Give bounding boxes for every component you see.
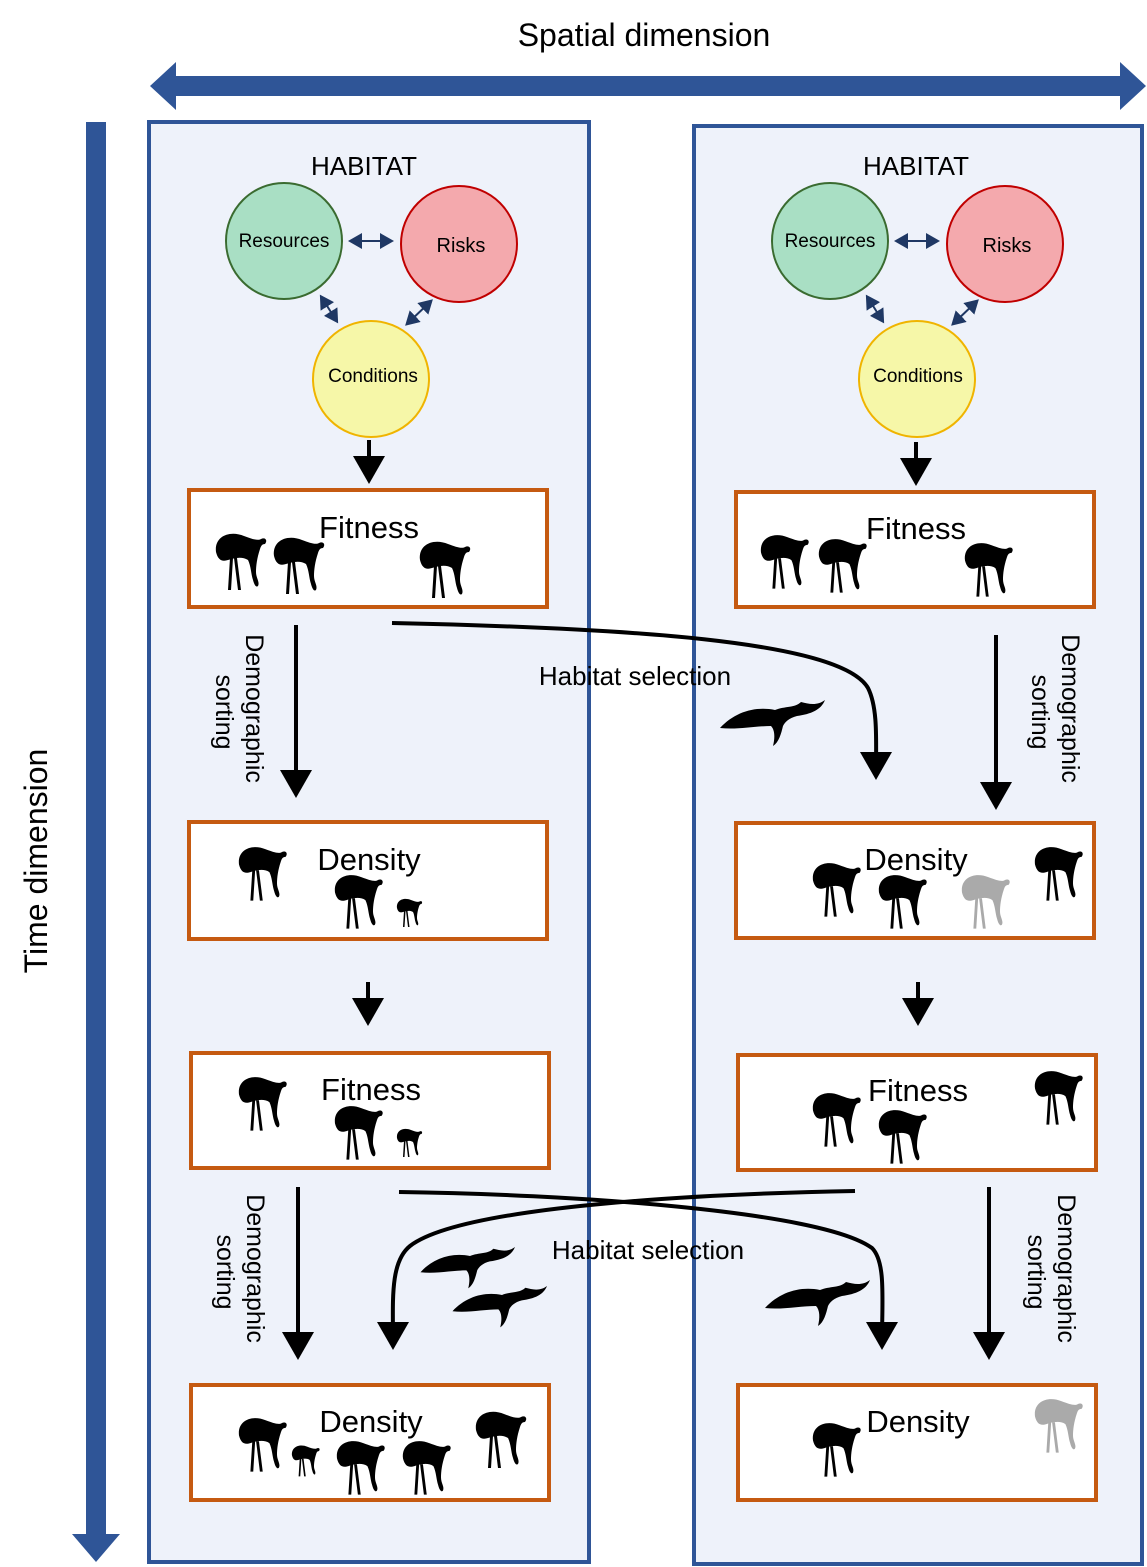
time-arrow <box>72 122 120 1562</box>
habitat-selection-1-label: Habitat selection <box>539 661 731 691</box>
right-resources-label: Resources <box>785 231 876 252</box>
left-density-box-1: Density <box>187 820 549 941</box>
left-risks-conditions-arrow <box>405 299 433 326</box>
left-demographic-sorting-1: Demographic sorting <box>210 625 312 798</box>
habitat-selection-1: Habitat selection <box>391 621 893 780</box>
left-risks-label: Risks <box>437 235 486 257</box>
demographic-label-line1: Demographic <box>1056 634 1084 783</box>
demographic-label-line2: sorting <box>211 1234 239 1309</box>
left-conditions-circle <box>312 320 430 438</box>
right-demographic-sorting-1: Demographic sorting <box>980 634 1084 810</box>
right-demographic-sorting-2: Demographic sorting <box>973 1187 1080 1360</box>
left-fitness-2-label: Fitness <box>321 1072 421 1107</box>
demographic-label-line2: sorting <box>1026 674 1054 749</box>
right-risks-conditions-arrow <box>951 299 979 326</box>
right-resources-conditions-arrow <box>865 294 885 324</box>
spatial-axis-label: Spatial dimension <box>518 17 771 53</box>
right-resources-circle <box>771 182 889 300</box>
habitat-selection-2-label: Habitat selection <box>552 1235 744 1265</box>
right-density-1-label: Density <box>864 842 968 877</box>
spatial-double-arrow <box>150 62 1146 110</box>
habitat-selection-2: Habitat selection <box>376 1189 899 1350</box>
spatial-axis: Spatial dimension <box>150 17 1146 110</box>
demographic-label-line1: Demographic <box>240 634 268 783</box>
left-density-box-2: Density <box>189 1383 551 1502</box>
demographic-label-line2: sorting <box>210 674 238 749</box>
demographic-label-line1: Demographic <box>241 1194 269 1343</box>
left-risks-circle <box>400 185 518 303</box>
right-density-box-2: Density <box>736 1383 1098 1502</box>
left-fitness-box-2: Fitness <box>189 1051 551 1170</box>
time-axis: Time dimension <box>18 122 120 1562</box>
left-fitness-box-1: Fitness <box>187 488 549 609</box>
right-fitness-2-label: Fitness <box>868 1073 968 1108</box>
left-density-1-label: Density <box>317 842 421 877</box>
right-habitat-title: HABITAT <box>863 151 969 181</box>
demographic-label-line1: Demographic <box>1052 1194 1080 1343</box>
right-fitness-box-2: Fitness <box>736 1053 1098 1172</box>
right-risks-label: Risks <box>983 235 1032 257</box>
left-demographic-sorting-2: Demographic sorting <box>211 1187 314 1360</box>
left-fitness-1-label: Fitness <box>319 510 419 545</box>
left-resources-circle <box>225 182 343 300</box>
right-density-box-1: Density <box>734 821 1096 940</box>
time-axis-label: Time dimension <box>18 749 54 974</box>
left-resources-conditions-arrow <box>319 294 339 324</box>
left-habitat-title: HABITAT <box>311 151 417 181</box>
svg-text:Demographic sorting: Demographic sorting <box>1026 634 1084 790</box>
left-density-2-label: Density <box>319 1404 423 1439</box>
right-density-2-label: Density <box>866 1404 970 1439</box>
left-habitat-triad: HABITAT Resources Risks Conditions <box>225 151 518 484</box>
right-fitness-box-1: Fitness <box>734 490 1096 609</box>
left-resources-label: Resources <box>239 231 330 252</box>
right-conditions-label: Conditions <box>873 366 963 387</box>
right-conditions-circle <box>858 320 976 438</box>
demographic-label-line2: sorting <box>1022 1234 1050 1309</box>
svg-text:Demographic sorting: Demographic sorting <box>210 634 268 790</box>
left-conditions-label: Conditions <box>328 366 418 387</box>
svg-text:Demographic sorting: Demographic sorting <box>211 1194 269 1350</box>
svg-text:Demographic sorting: Demographic sorting <box>1022 1194 1080 1350</box>
right-risks-circle <box>946 185 1064 303</box>
right-habitat-triad: HABITAT Resources Risks Conditions <box>771 151 1064 486</box>
right-fitness-1-label: Fitness <box>866 511 966 546</box>
